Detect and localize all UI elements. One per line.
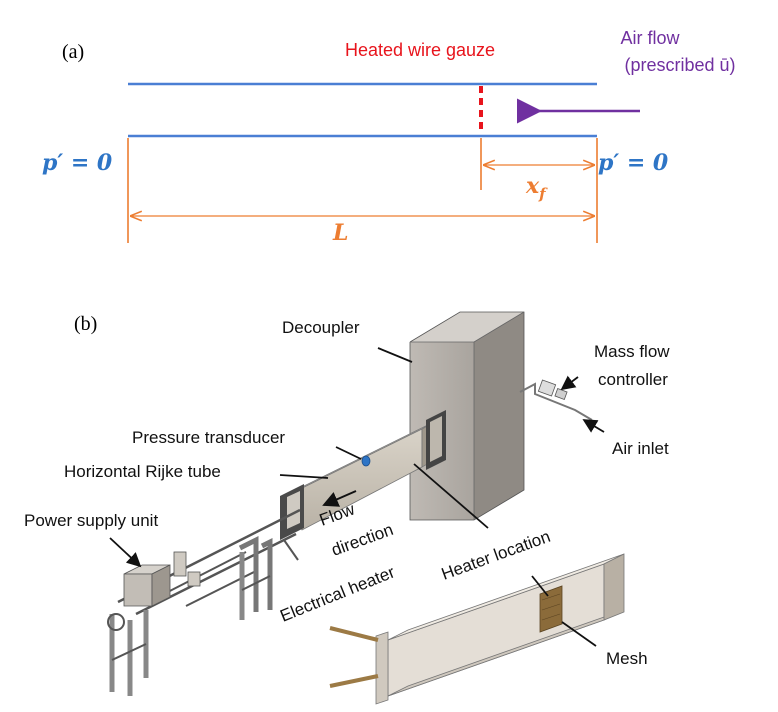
heater-closeup [329,553,625,705]
pressure-transducer-sensor [361,455,371,467]
mesh-label: Mesh [606,649,648,668]
power-supply-label: Power supply unit [24,511,158,530]
mass-flow-label-2: controller [598,370,668,389]
dim-xf-label: xf [525,173,548,203]
pressure-transducer-label: Pressure transducer [132,428,285,447]
heater-location-label: Heater location [439,527,553,584]
flow-label-2: direction [329,520,396,560]
heater-wire-lower [329,674,379,688]
airflow-label-line1: Air flow [620,28,680,48]
mass-flow-label-1: Mass flow [594,342,670,361]
electrical-heater-label: Electrical heater [277,562,397,625]
bc-right: p′ = 0 [598,150,669,176]
mass-flow-controller [519,379,593,421]
air-inlet-label: Air inlet [612,439,669,458]
callout-leaders [109,347,605,647]
panel-b: (b) [24,311,670,705]
bc-left: p′ = 0 [42,150,113,176]
panel-a: (a) Heated wire gauze Air flow (prescrib… [42,28,736,246]
power-supply-unit [107,551,201,631]
heater-wire-upper [329,626,379,642]
heater-title: Heated wire gauze [345,40,495,60]
decoupler-label: Decoupler [282,318,360,337]
rijke-tube-label: Horizontal Rijke tube [64,462,221,481]
mesh-element [539,585,563,633]
panel-a-label: (a) [62,41,84,63]
panel-b-label: (b) [74,313,97,335]
support-frame [109,508,301,696]
airflow-label-line2: (prescribed ū) [624,55,735,75]
decoupler-box [409,311,525,521]
flow-direction-arrow [322,490,357,507]
dim-L-label: L [332,220,348,246]
